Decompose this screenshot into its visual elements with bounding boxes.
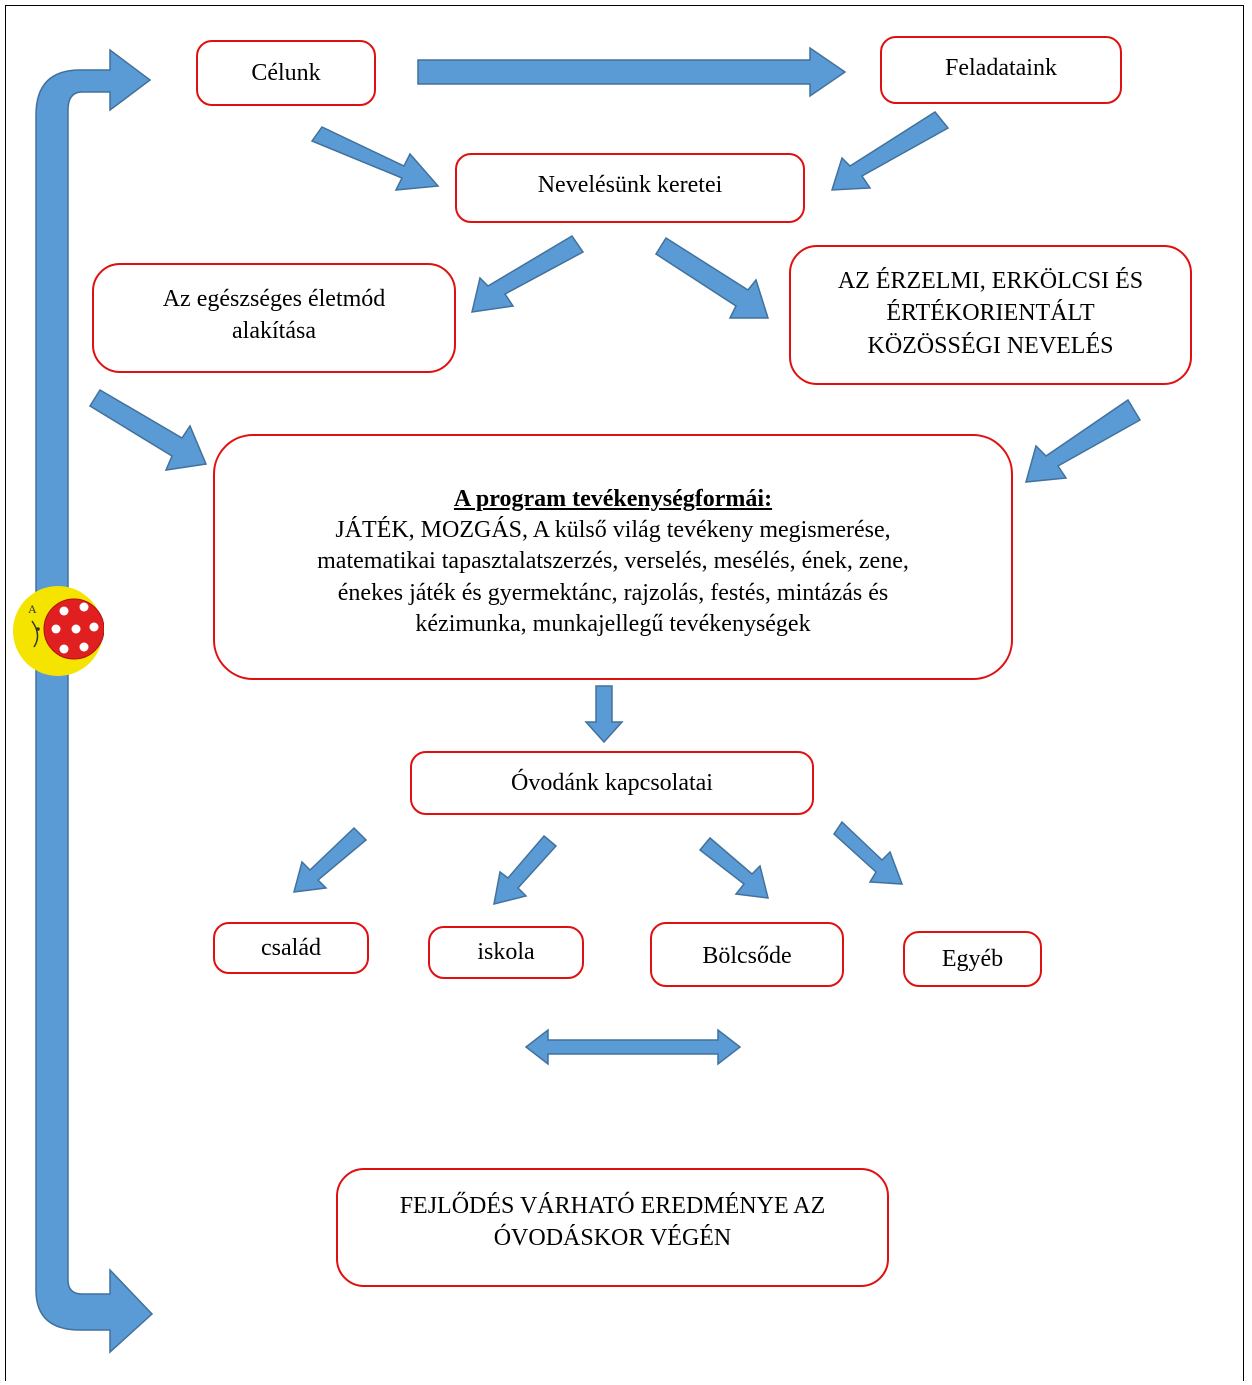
node-kapcsolatai: Óvodánk kapcsolatai <box>410 751 814 815</box>
node-program-line1: JÁTÉK, MOZGÁS, A külső világ tevékeny me… <box>335 517 891 544</box>
arrow-to-bolcsode <box>698 836 769 899</box>
node-iskola: iskola <box>428 926 584 979</box>
arrow-keretei-egeszseg <box>471 234 585 313</box>
node-erzelmi-line3: KÖZÖSSÉGI NEVELÉS <box>867 332 1114 359</box>
node-egeszseg-line1: Az egészséges életmód <box>162 286 386 312</box>
node-bolcsode: Bölcsőde <box>650 922 844 987</box>
arrow-program-kapcsolatai <box>584 685 624 744</box>
moon-ladybug-logo: A <box>13 586 104 676</box>
page-frame <box>5 5 1244 1381</box>
node-program: A program tevékenységformái: JÁTÉK, MOZG… <box>213 434 1013 680</box>
node-egeszseg-line2: alakítása <box>232 318 316 345</box>
arrow-feladataink-keretei <box>830 111 950 191</box>
logo-letter: A <box>28 602 37 616</box>
arrow-erzelmi-program <box>1024 398 1142 483</box>
double-arrow <box>524 1028 742 1066</box>
loop-arrow <box>35 48 154 1354</box>
node-erzelmi-line2: ÉRTÉKORIENTÁLT <box>886 300 1095 327</box>
node-csalad: család <box>213 922 369 974</box>
node-iskola-label: iskola <box>477 939 535 966</box>
arrow-keretei-erzelmi <box>654 236 770 319</box>
node-fejlodes-line1: FEJLŐDÉS VÁRHATÓ EREDMÉNYE AZ <box>399 1193 826 1219</box>
node-feladataink-label: Feladataink <box>945 55 1057 81</box>
arrow-to-egyeb <box>833 820 904 885</box>
node-celunk-label: Célunk <box>251 59 321 86</box>
arrow-celunk-keretei <box>310 126 440 191</box>
node-bolcsode-label: Bölcsőde <box>702 943 792 969</box>
node-program-line3: énekes játék és gyermektánc, rajzolás, f… <box>337 579 889 606</box>
node-egeszseg: Az egészséges életmód alakítása <box>92 263 456 373</box>
node-erzelmi-line1: AZ ÉRZELMI, ERKÖLCSI ÉS <box>837 268 1144 294</box>
arrow-to-iskola <box>493 834 558 906</box>
node-fejlodes-line2: ÓVODÁSKOR VÉGÉN <box>493 1225 732 1252</box>
node-program-heading: A program tevékenységformái: <box>453 486 773 512</box>
node-egyeb-label: Egyéb <box>941 945 1004 972</box>
node-program-line4: kézimunka, munkajellegű tevékenységek <box>415 610 811 637</box>
node-fejlodes: FEJLŐDÉS VÁRHATÓ EREDMÉNYE AZ ÓVODÁSKOR … <box>336 1168 889 1287</box>
node-kapcsolatai-label: Óvodánk kapcsolatai <box>511 770 713 796</box>
node-egyeb: Egyéb <box>903 931 1042 987</box>
node-erzelmi: AZ ÉRZELMI, ERKÖLCSI ÉS ÉRTÉKORIENTÁLT K… <box>789 245 1192 385</box>
node-keretei: Nevelésünk keretei <box>455 153 805 223</box>
node-celunk: Célunk <box>196 40 376 106</box>
node-csalad-label: család <box>261 934 321 961</box>
node-program-line2: matematikai tapasztalatszerzés, verselés… <box>317 548 909 575</box>
node-keretei-label: Nevelésünk keretei <box>537 172 723 198</box>
arrow-celunk-feladataink <box>417 46 847 98</box>
arrow-to-csalad <box>292 826 368 893</box>
arrow-egeszseg-program <box>88 388 208 471</box>
node-feladataink: Feladataink <box>880 36 1122 104</box>
